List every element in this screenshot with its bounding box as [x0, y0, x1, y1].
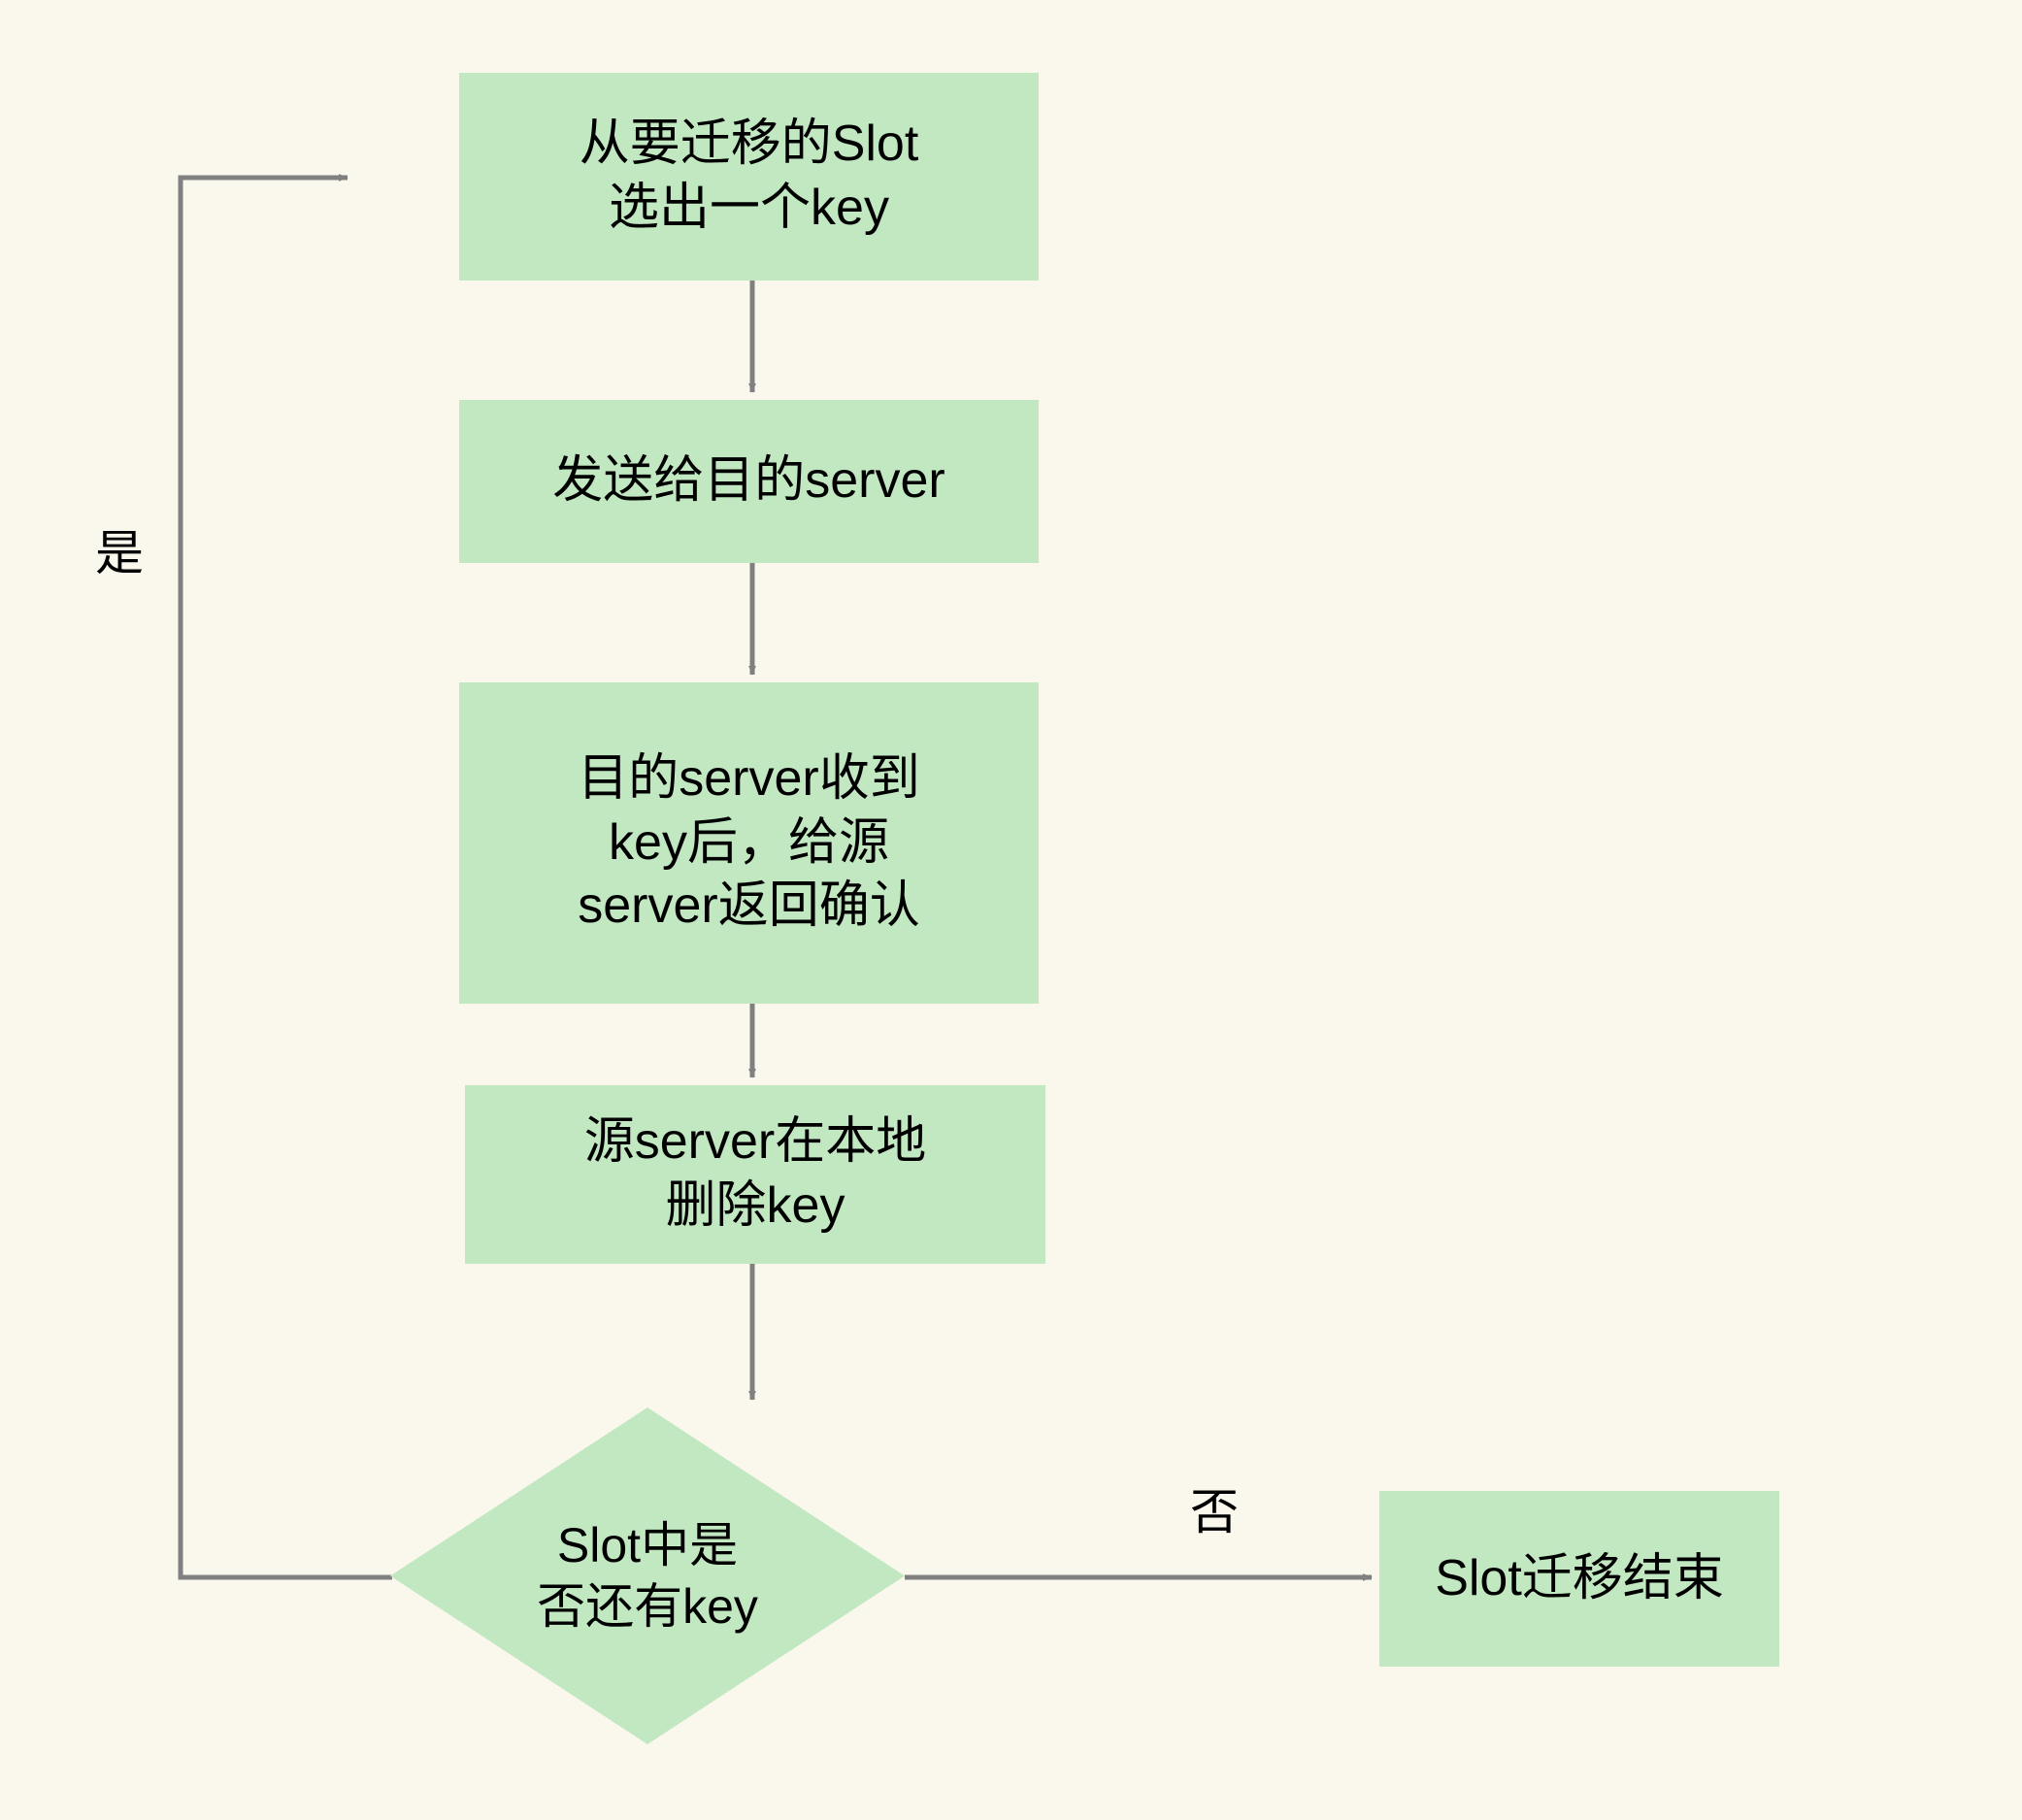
- edge-label-no: 否: [1190, 1485, 1239, 1539]
- node-select-key[interactable]: 从要迁移的Slot 选出一个key: [459, 73, 1039, 281]
- edge-label-yes: 是: [95, 526, 144, 580]
- node-send-to-destination-server[interactable]: 发送给目的server: [459, 400, 1039, 563]
- node-source-delete-key[interactable]: 源server在本地 删除key: [465, 1085, 1045, 1264]
- node-slot-migration-finished[interactable]: Slot迁移结束: [1379, 1491, 1779, 1667]
- node-decision-slot-has-key[interactable]: Slot中是 否还有key: [390, 1407, 905, 1744]
- node-destination-ack[interactable]: 目的server收到 key后，给源 server返回确认: [459, 682, 1039, 1004]
- edge-decision-to-start: [178, 174, 392, 1580]
- node-decision-label: Slot中是 否还有key: [537, 1517, 758, 1634]
